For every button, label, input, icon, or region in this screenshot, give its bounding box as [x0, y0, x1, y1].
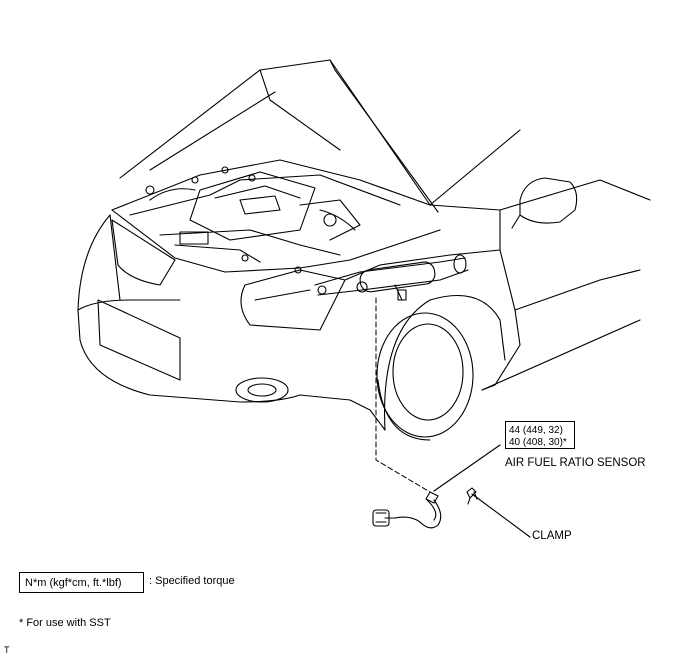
legend-description: : Specified torque — [149, 575, 235, 587]
sst-footnote: * For use with SST — [19, 617, 111, 629]
side-mirror — [511, 177, 578, 229]
clamp-part — [466, 487, 531, 538]
torque-spec-value: 44 (449, 32) — [509, 425, 563, 436]
sensor-label: AIR FUEL RATIO SENSOR — [505, 457, 646, 469]
legend-unit-text: N*m (kgf*cm, ft.*lbf) — [25, 577, 122, 589]
torque-spec-value-sst: 40 (408, 30)* — [509, 437, 567, 448]
torque-spec-box: 44 (449, 32) 40 (408, 30)* — [505, 421, 575, 449]
car-body — [77, 129, 651, 441]
clamp-label: CLAMP — [532, 530, 572, 542]
corner-mark: T — [4, 645, 10, 655]
torque-unit-legend: N*m (kgf*cm, ft.*lbf) — [19, 572, 144, 593]
engine-compartment — [111, 159, 441, 274]
sensor-leader-line — [375, 297, 431, 493]
exhaust-pipe — [314, 254, 469, 301]
open-hood — [119, 59, 439, 213]
air-fuel-ratio-sensor — [372, 444, 501, 529]
